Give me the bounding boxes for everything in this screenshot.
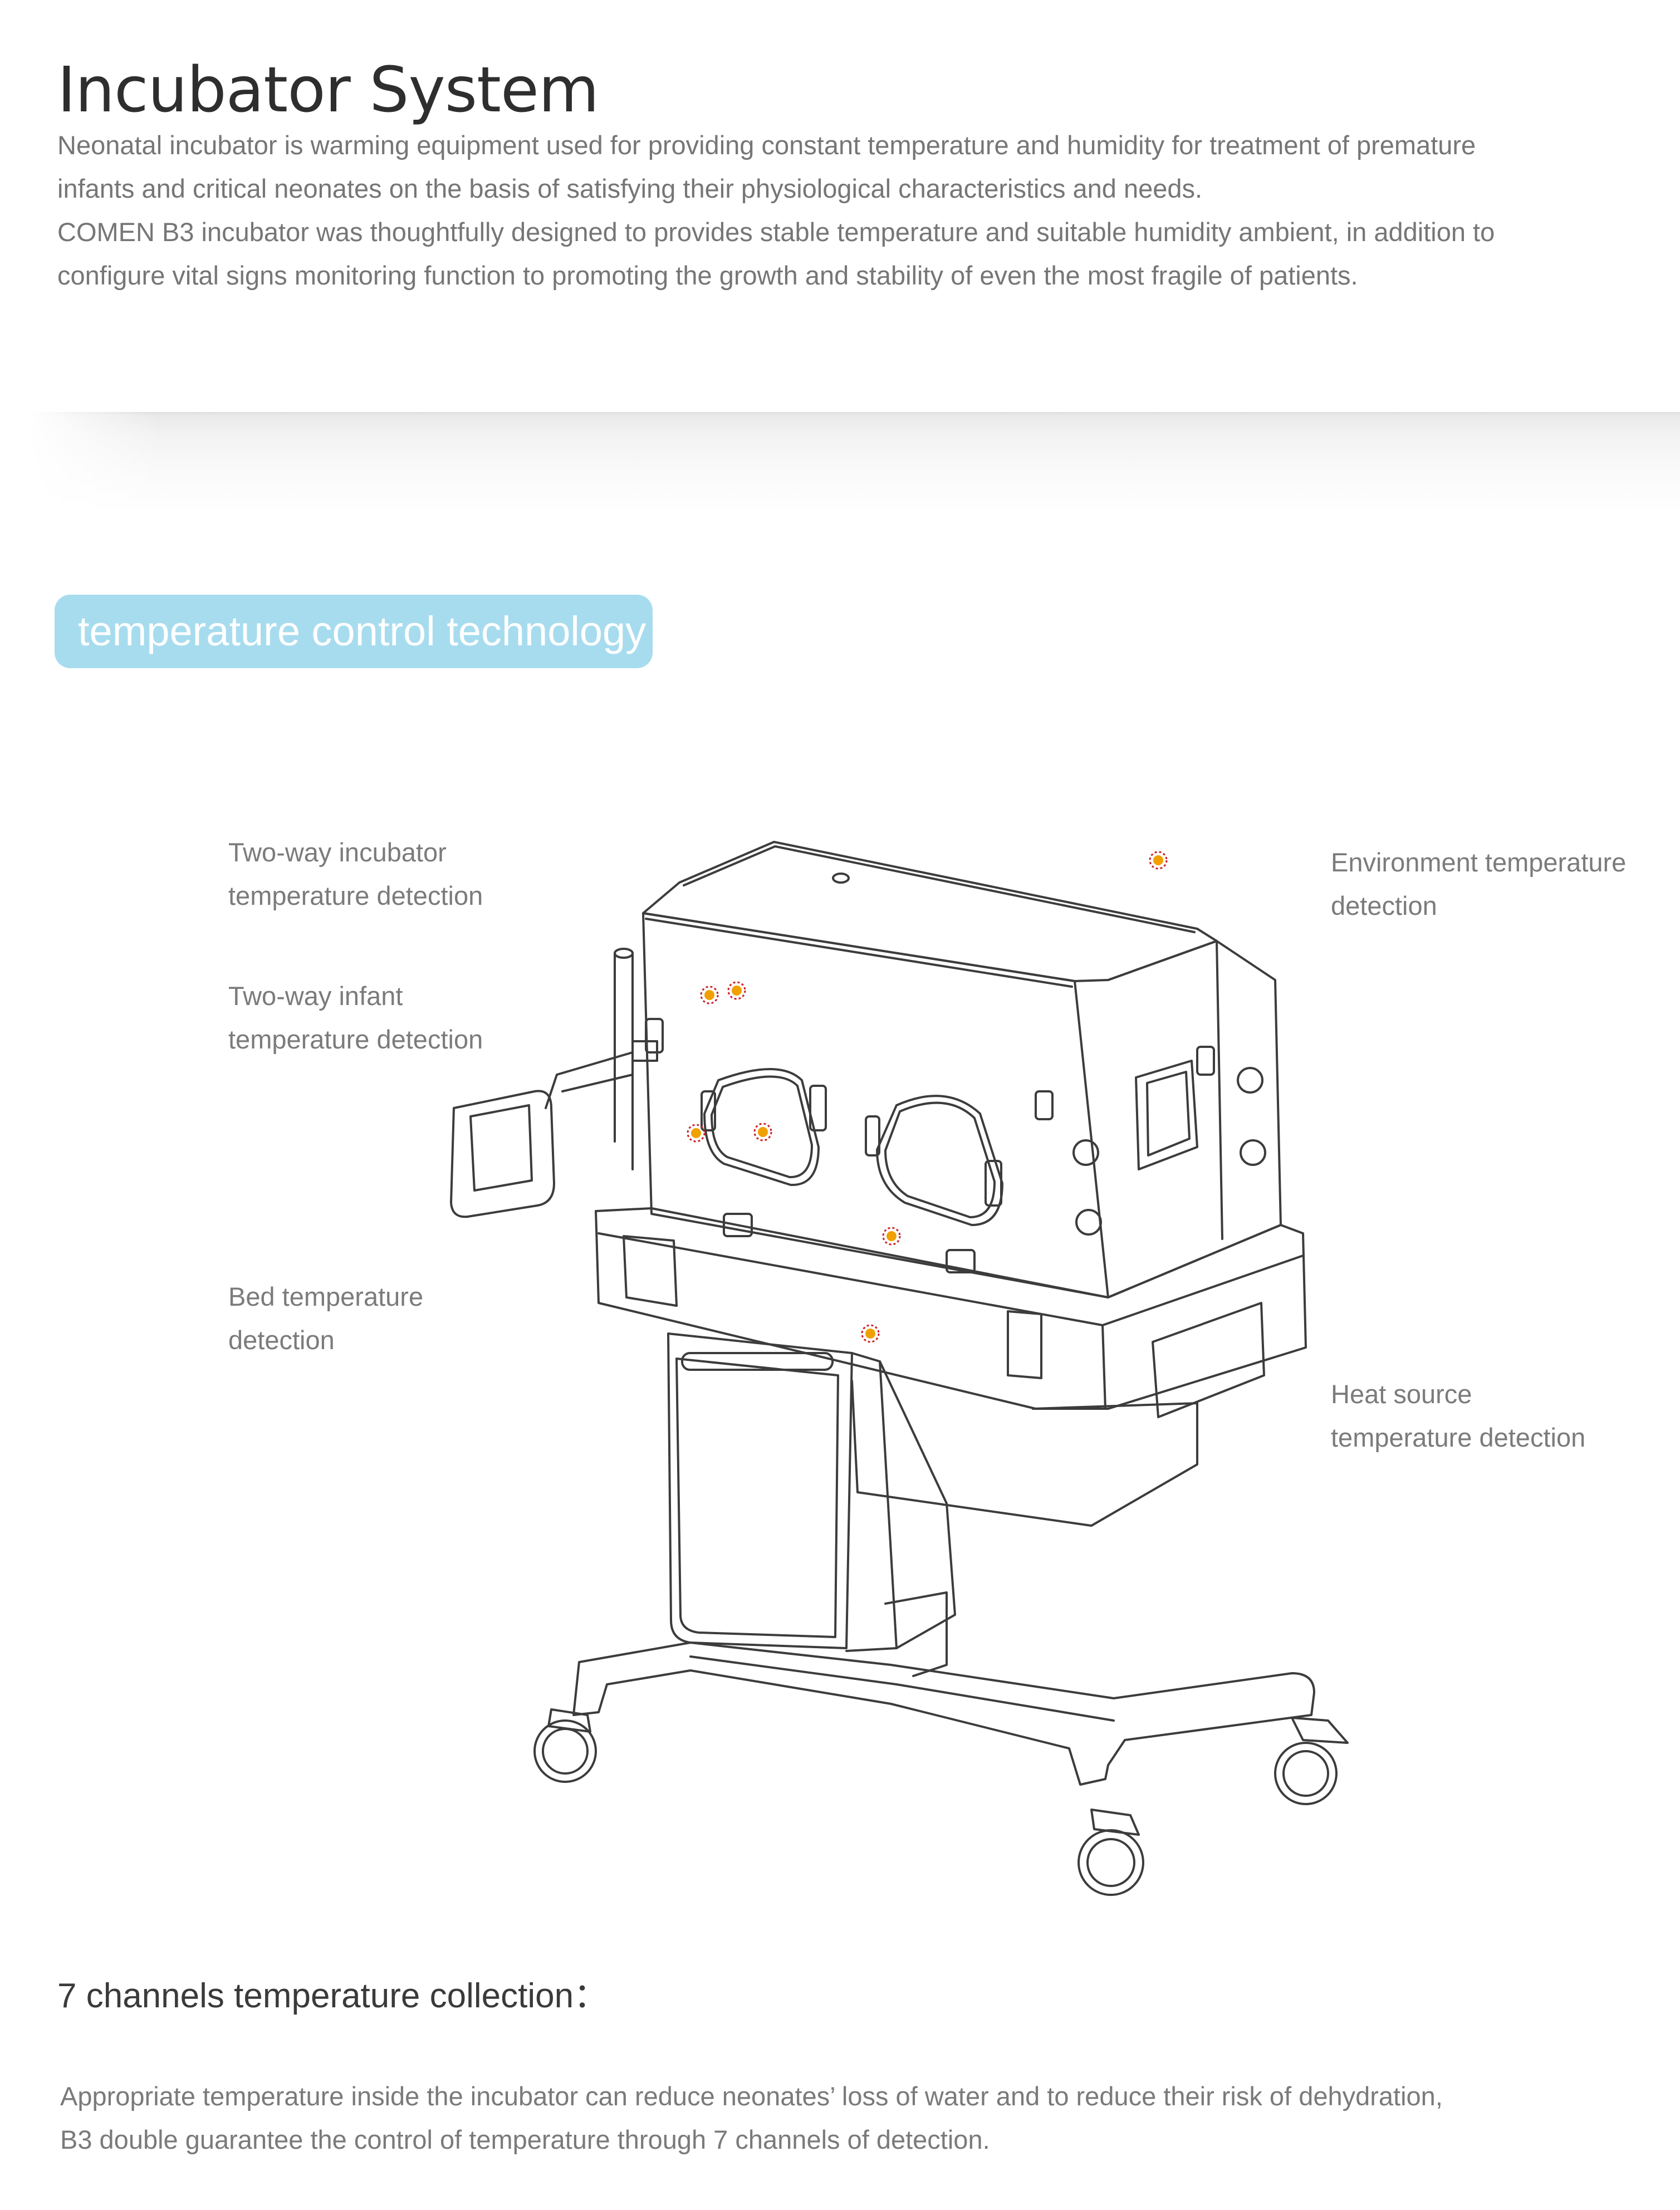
label-environment-temperature: Environment temperature detection (1331, 847, 1627, 920)
sensor-dot-infant-1 (687, 1124, 706, 1143)
outro-line: Appropriate temperature inside the incub… (60, 2081, 1443, 2111)
section-divider (28, 412, 1680, 512)
page-title: Incubator System (57, 54, 599, 126)
incubator-hood-roof (642, 841, 1218, 982)
intro-line: COMEN B3 incubator was thoughtfully desi… (57, 217, 1495, 247)
side-access-panel (1135, 1060, 1198, 1170)
section-badge: temperature control technology (55, 595, 653, 668)
channels-heading: 7 channels temperature collection： (57, 1977, 609, 2015)
intro-line: Neonatal incubator is warming equipment … (57, 130, 1476, 160)
label-bed-temperature: Bed temperature detection (228, 1282, 424, 1355)
sensor-dot-incubator-2 (727, 981, 746, 1000)
front-porthole-right (876, 1095, 1003, 1226)
sensor-dot-infant-2 (753, 1123, 772, 1141)
monitor-screen (450, 1090, 555, 1218)
label-infant-temperature: Two-way infant temperature detection (228, 981, 483, 1054)
outro-line: B3 double guarantee the control of tempe… (60, 2125, 990, 2154)
base-stand (572, 1641, 1315, 1786)
channels-description: Appropriate temperature inside the incub… (60, 2075, 1619, 2162)
caster-back-right (1274, 1717, 1349, 1805)
sensor-dot-environment (1149, 851, 1168, 870)
sensor-dot-bed (882, 1227, 901, 1246)
sensor-markers (687, 851, 1168, 1343)
caster-front-left (533, 1708, 597, 1783)
support-cabinet (667, 1332, 853, 1649)
intro-text: Neonatal incubator is warming equipment … (57, 124, 1617, 297)
caster-front-right (1077, 1809, 1144, 1896)
heat-source-drawer (1152, 1302, 1265, 1418)
incubator-hood-front (642, 912, 1109, 1298)
incubator-base-tray (595, 1207, 1307, 1410)
sensor-dot-incubator-1 (700, 986, 719, 1004)
label-heat-source-temperature: Heat source temperature detection (1331, 1379, 1586, 1452)
label-incubator-temperature: Two-way incubator temperature detection (228, 837, 483, 910)
intro-line: configure vital signs monitoring functio… (57, 261, 1358, 290)
front-porthole-left (703, 1068, 820, 1187)
intro-line: infants and critical neonates on the bas… (57, 174, 1203, 203)
sensor-dot-heat-source (861, 1324, 880, 1343)
monitor-pole (614, 952, 634, 1170)
